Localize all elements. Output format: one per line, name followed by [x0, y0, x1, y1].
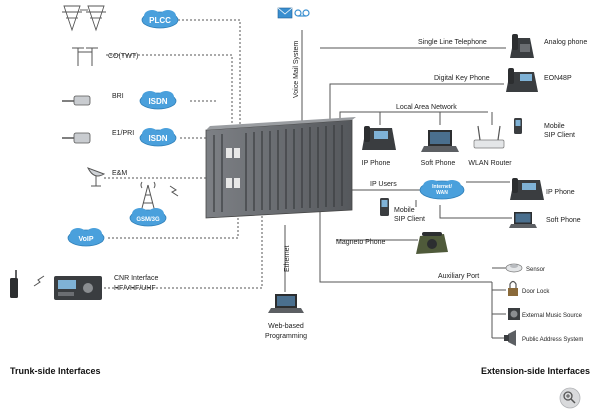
co-twt-label: CO(TWT): [108, 53, 138, 60]
web-programming-label-1: Web-based: [268, 323, 304, 330]
internet-label-2: WAN: [436, 190, 448, 196]
internet-label-1: Internet/: [432, 184, 452, 190]
power-tower-icon: [62, 5, 106, 32]
bri-connector-icon: [62, 95, 91, 106]
soft-phone-right-label: Soft Phone: [546, 217, 581, 224]
plcc-label: PLCC: [149, 16, 171, 25]
lan-label: Local Area Network: [396, 104, 457, 111]
voice-mail-label: Voice Mail System: [293, 41, 300, 98]
e1pri-label: E1/PRI: [112, 130, 134, 137]
ip-phone-right-label: IP Phone: [546, 189, 575, 196]
analog-phone-icon: [510, 34, 534, 58]
pa-system-label: Public Address System: [522, 337, 583, 343]
mobile-sip-client-mid-icon: [380, 198, 389, 216]
zoom-button[interactable]: [559, 387, 581, 409]
extension-side-title: Extension-side Interfaces: [481, 366, 590, 376]
sensor-icon: [505, 263, 523, 273]
ip-phone-icon: [362, 126, 396, 150]
ip-phone-label: IP Phone: [362, 160, 391, 167]
soft-phone-label: Soft Phone: [421, 160, 456, 167]
cnr-label-1: CNR Interface: [114, 275, 158, 282]
handheld-radio-icon: [10, 270, 18, 298]
ethernet-label: Ethernet: [284, 245, 291, 272]
music-source-label: External Music Source: [522, 313, 583, 319]
magneto-phone-label: Magneto Phone: [336, 239, 386, 246]
voicemail-icon: [277, 7, 310, 19]
digital-key-label: Digital Key Phone: [434, 75, 490, 82]
internet-cloud: [419, 180, 465, 200]
mobile-sip-mid-label-1: Mobile: [394, 207, 415, 214]
wlan-router-label: WLAN Router: [468, 160, 512, 167]
em-label: E&M: [112, 170, 127, 177]
door-lock-label: Door Lock: [522, 289, 550, 295]
isdn-pri-label: ISDN: [148, 134, 167, 143]
eon48p-phone-icon: [506, 68, 538, 92]
mobile-sip-top-label-2: SIP Client: [544, 132, 575, 139]
gsm-cloud: [129, 208, 167, 227]
mobile-sip-top-label-1: Mobile: [544, 123, 565, 130]
magnifier-icon: [563, 391, 576, 404]
soft-phone-right-icon: [509, 212, 537, 228]
laptop-icon: [268, 294, 304, 313]
pbx-chassis: [205, 117, 356, 219]
satellite-dish-icon: [86, 167, 106, 187]
sensor-label: Sensor: [526, 267, 545, 273]
auxiliary-port-label: Auxiliary Port: [438, 273, 479, 280]
mobile-sip-client-top-icon: [514, 118, 522, 134]
extension-connection-lines: [284, 30, 512, 339]
voip-label: VoIP: [78, 236, 93, 243]
plcc-cloud: [141, 10, 179, 29]
wireless-signal-icon: [33, 185, 179, 287]
isdn-cloud-bri: [139, 91, 177, 110]
e1pri-connector-icon: [62, 132, 91, 144]
wlan-router-icon: [473, 125, 505, 149]
mobile-sip-mid-label-2: SIP Client: [394, 216, 425, 223]
radio-transceiver-icon: [54, 276, 102, 300]
bri-label: BRI: [112, 93, 124, 100]
door-lock-icon: [508, 280, 518, 296]
isdn-bri-label: ISDN: [148, 97, 167, 106]
isdn-cloud-pri: [139, 128, 177, 147]
eon48p-label: EON48P: [544, 75, 572, 82]
ip-phone-right-icon: [510, 178, 544, 200]
telephone-pole-icon: [72, 47, 98, 66]
trunk-side-title: Trunk-side Interfaces: [10, 366, 101, 376]
cell-tower-icon: [140, 181, 156, 213]
single-line-label: Single Line Telephone: [418, 39, 487, 46]
cnr-label-2: HF/VHF/UHF: [114, 285, 156, 292]
analog-phone-label: Analog phone: [544, 39, 587, 46]
web-programming-label-2: Programming: [265, 333, 307, 340]
music-source-icon: [508, 308, 520, 320]
voip-cloud: [67, 228, 105, 247]
gsm-label: GSM/3G: [136, 217, 160, 223]
soft-phone-icon: [421, 130, 459, 152]
ip-users-label: IP Users: [370, 181, 397, 188]
magneto-phone-icon: [416, 232, 448, 254]
pa-speaker-icon: [504, 330, 516, 346]
